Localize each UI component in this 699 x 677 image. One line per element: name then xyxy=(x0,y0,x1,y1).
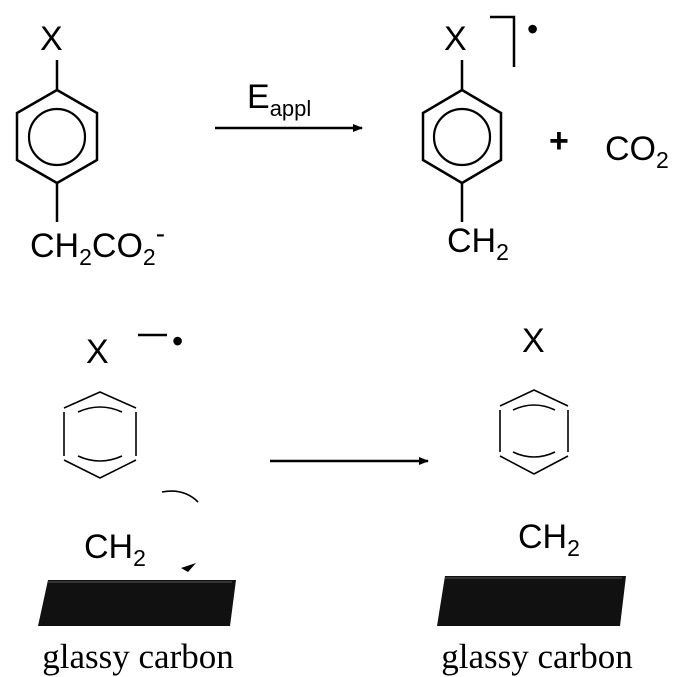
left-side-chain: CH2 xyxy=(84,528,146,571)
right-substituent-x: X xyxy=(522,322,545,360)
right-faint-benzene-ring xyxy=(499,389,569,475)
arrow-label-e-appl: Eappl xyxy=(247,78,311,121)
right-surface-label: glassy carbon xyxy=(441,637,632,676)
left-substituent-x: X xyxy=(86,333,109,371)
reactant-side-chain: CH2CO2- xyxy=(30,218,165,270)
product-aromatic-circle xyxy=(432,107,492,167)
byproduct-co2: CO2 xyxy=(605,130,669,173)
reactant-molecule: X CH2CO2- xyxy=(15,20,165,270)
left-electrode: glassy carbon xyxy=(38,580,236,676)
adsorbing-radical: X • CH2 xyxy=(63,323,199,572)
left-bond-arc xyxy=(161,490,199,503)
left-electrode-block xyxy=(38,580,236,626)
product-side-chain: CH2 xyxy=(447,222,509,265)
right-electrode: glassy carbon xyxy=(437,576,633,676)
product-radical-dot: • xyxy=(527,11,538,47)
left-faint-benzene-ring xyxy=(63,391,137,479)
product-radical-anion: X • CH2 xyxy=(421,11,538,265)
reactant-aromatic-circle xyxy=(27,107,87,167)
right-side-chain: CH2 xyxy=(518,518,580,561)
plus-sign: + xyxy=(549,122,569,160)
right-electrode-block xyxy=(437,576,626,626)
product-substituent-x: X xyxy=(444,20,467,58)
left-surface-label: glassy carbon xyxy=(42,637,233,676)
top-reaction-arrow: Eappl xyxy=(215,78,363,132)
product-radical-bracket xyxy=(490,15,516,67)
left-bond-arrowhead xyxy=(181,563,196,572)
grafted-molecule: X CH2 xyxy=(499,322,580,561)
reactant-substituent-x: X xyxy=(40,20,63,58)
left-radical-dot: • xyxy=(172,323,183,359)
